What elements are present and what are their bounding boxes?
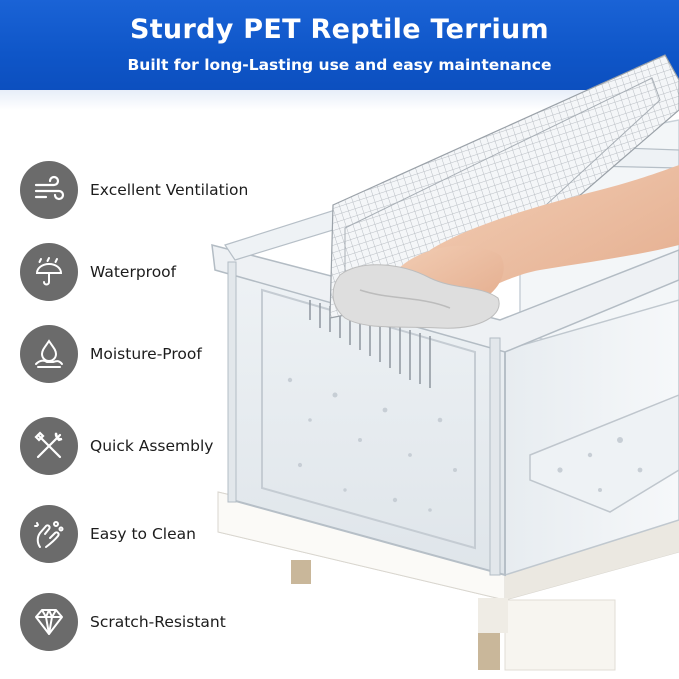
feature-item-quick-assembly: Quick Assembly (20, 417, 213, 475)
feature-item-waterproof: Waterproof (20, 243, 176, 301)
umbrella-rain-icon (20, 243, 78, 301)
page-subtitle: Built for long-Lasting use and easy main… (127, 56, 552, 74)
foot-front (478, 630, 500, 670)
wind-icon (20, 161, 78, 219)
banner-shadow (0, 90, 679, 110)
clean-hands-icon (20, 505, 78, 563)
feature-label: Excellent Ventilation (90, 181, 249, 199)
water-drop-hand-icon (20, 325, 78, 383)
feature-label: Easy to Clean (90, 525, 196, 543)
feature-item-ventilation: Excellent Ventilation (20, 161, 248, 219)
feature-item-scratch-resistant: Scratch-Resistant (20, 593, 226, 651)
foot-left (291, 560, 311, 584)
diamond-icon (20, 593, 78, 651)
feature-label: Quick Assembly (90, 437, 214, 455)
feature-item-easy-to-clean: Easy to Clean (20, 505, 196, 563)
feature-label: Moisture-Proof (90, 345, 202, 363)
header-banner (0, 0, 679, 90)
feature-label: Scratch-Resistant (90, 613, 226, 631)
tools-icon (20, 417, 78, 475)
page-title: Sturdy PET Reptile Terrium (129, 14, 549, 45)
hand-with-cloth (332, 165, 679, 329)
feature-item-moisture-proof: Moisture-Proof (20, 325, 202, 383)
feature-label: Waterproof (90, 263, 177, 281)
